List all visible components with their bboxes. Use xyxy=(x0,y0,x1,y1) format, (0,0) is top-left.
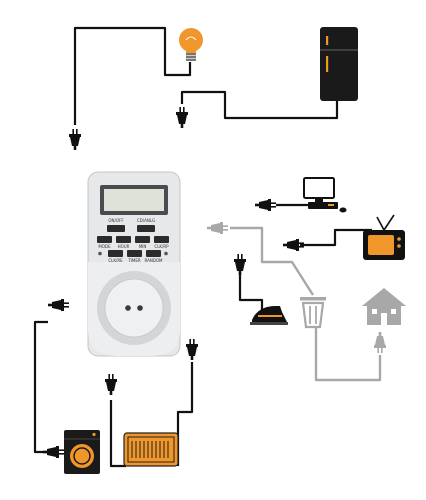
washing-machine-icon xyxy=(64,430,100,474)
button-label-timer: TIMER xyxy=(127,258,141,263)
on-off-button[interactable] xyxy=(107,225,125,232)
refrigerator-icon xyxy=(320,27,358,101)
power-socket xyxy=(97,271,171,345)
plug-icon xyxy=(374,332,386,353)
radio-icon xyxy=(123,432,179,467)
timer-button[interactable] xyxy=(127,250,142,257)
plug-icon xyxy=(176,107,188,128)
light-bulb-icon xyxy=(179,28,203,61)
right-gray-wires xyxy=(230,226,382,382)
mode-button[interactable] xyxy=(97,236,112,243)
plug-icon xyxy=(234,254,246,275)
desktop-computer-icon xyxy=(303,177,347,213)
top-wires xyxy=(73,26,339,125)
button-label-cd-anlg: CD/ANLG xyxy=(137,218,155,223)
button-label-mode: MODE xyxy=(98,244,111,249)
clk-re-button[interactable] xyxy=(108,250,123,257)
button-label-random: RANDOM xyxy=(144,258,163,263)
trash-bin-icon xyxy=(300,297,326,329)
button-label-clk-re: CLK/RE xyxy=(108,258,123,263)
plug-icon xyxy=(186,339,198,360)
hour-button[interactable] xyxy=(116,236,131,243)
plug-icon xyxy=(69,129,81,150)
status-led xyxy=(98,251,102,256)
min-button[interactable] xyxy=(135,236,150,243)
button-label-min: MIN xyxy=(139,244,147,249)
clothes-iron-icon xyxy=(250,306,288,325)
button-label-clk-rp: CLK/RP xyxy=(154,244,169,249)
button-label-on-off: ON/OFF xyxy=(108,218,124,223)
house-icon xyxy=(362,288,406,325)
plug-icon xyxy=(48,299,69,311)
reset-button[interactable] xyxy=(164,251,168,256)
digital-timer: ON/OFF CD/ANLG MODE HOUR MIN CLK/RP CLK/… xyxy=(87,171,181,357)
right-dark-wires xyxy=(238,203,372,312)
random-button[interactable] xyxy=(146,250,161,257)
plug-icon xyxy=(43,446,64,458)
button-label-hour: HOUR xyxy=(118,244,130,249)
clk-rp-button[interactable] xyxy=(154,236,169,243)
plug-icon xyxy=(105,374,117,395)
plug-icon xyxy=(255,199,276,211)
plug-icon xyxy=(207,222,228,234)
cd-anlg-button[interactable] xyxy=(137,225,155,232)
television-icon xyxy=(363,214,405,260)
